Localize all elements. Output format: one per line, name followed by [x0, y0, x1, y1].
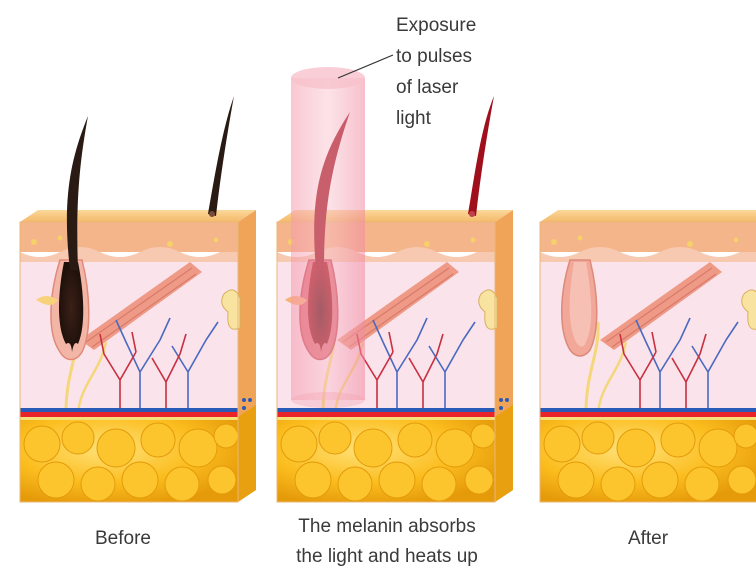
- laser-pointer-line: [338, 55, 393, 78]
- caption-after: After: [578, 524, 718, 554]
- laser-label-line-4: light: [396, 103, 476, 134]
- hair-back-before: [208, 96, 234, 216]
- laser-beam: [291, 67, 365, 408]
- caption-melanin: The melanin absorbs the light and heats …: [262, 512, 512, 572]
- caption-melanin-line-1: The melanin absorbs: [262, 512, 512, 542]
- laser-label-line-2: to pulses: [396, 41, 476, 72]
- laser-label-line-1: Exposure: [396, 10, 476, 41]
- skin-block-before: [20, 210, 256, 502]
- laser-label-line-3: of laser: [396, 72, 476, 103]
- caption-before: Before: [48, 524, 198, 554]
- caption-melanin-line-2: the light and heats up: [262, 542, 512, 572]
- laser-label: Exposure to pulses of laser light: [396, 10, 476, 134]
- skin-block-after: [540, 210, 756, 502]
